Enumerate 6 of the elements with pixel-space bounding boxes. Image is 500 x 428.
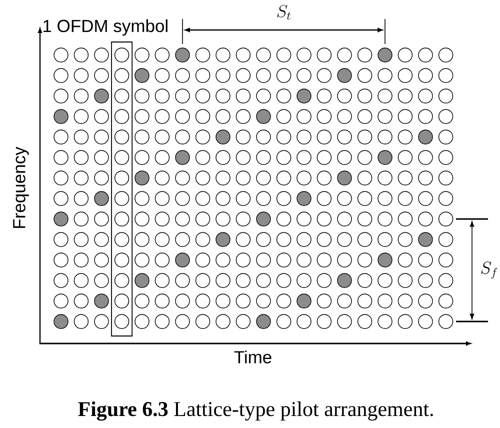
dimension-label: $S_t$ (277, 4, 290, 20)
symbol-label: 1 OFDM symbol (44, 19, 168, 36)
caption: Figure 6.3 Lattice-type pilot arrangement. (78, 401, 433, 421)
axis-label: Time (234, 350, 272, 364)
axis-label: Frequency (13, 146, 29, 228)
dimension-label: $S_f$ (481, 261, 498, 279)
